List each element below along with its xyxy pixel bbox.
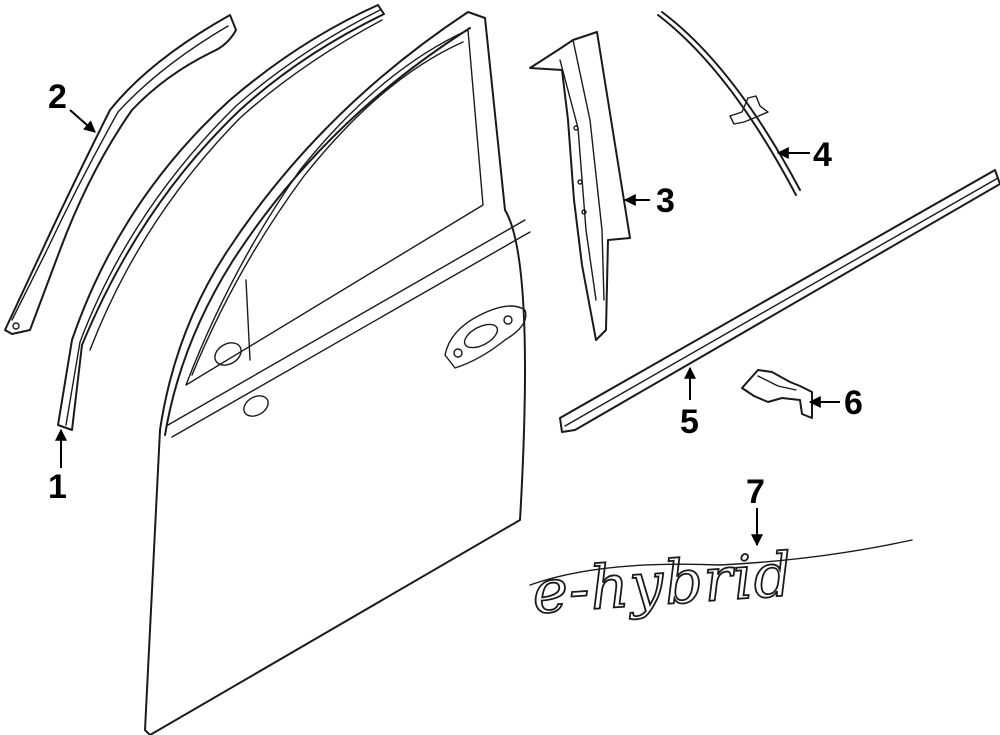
part-7-badge: e-hybrid <box>529 539 913 629</box>
callout-labels: 1 2 3 4 5 6 7 <box>48 78 863 511</box>
leader-lines <box>55 109 840 547</box>
callout-2: 2 <box>48 78 67 116</box>
callout-4: 4 <box>813 136 832 174</box>
callout-6: 6 <box>844 384 863 422</box>
part-6-clip <box>741 369 813 419</box>
part-3-pillar-trim <box>529 31 631 341</box>
front-door-shell <box>144 11 531 735</box>
callout-7: 7 <box>746 473 765 511</box>
callout-3: 3 <box>656 182 675 220</box>
callout-5: 5 <box>680 403 699 441</box>
part-2-upper-trim <box>4 14 237 335</box>
part-4-strip-with-clip <box>657 11 801 196</box>
part-1-frame-moulding <box>57 4 385 431</box>
callout-1: 1 <box>48 468 67 506</box>
part-5-belt-moulding <box>559 169 1000 433</box>
badge-text: e-hybrid <box>530 540 795 628</box>
